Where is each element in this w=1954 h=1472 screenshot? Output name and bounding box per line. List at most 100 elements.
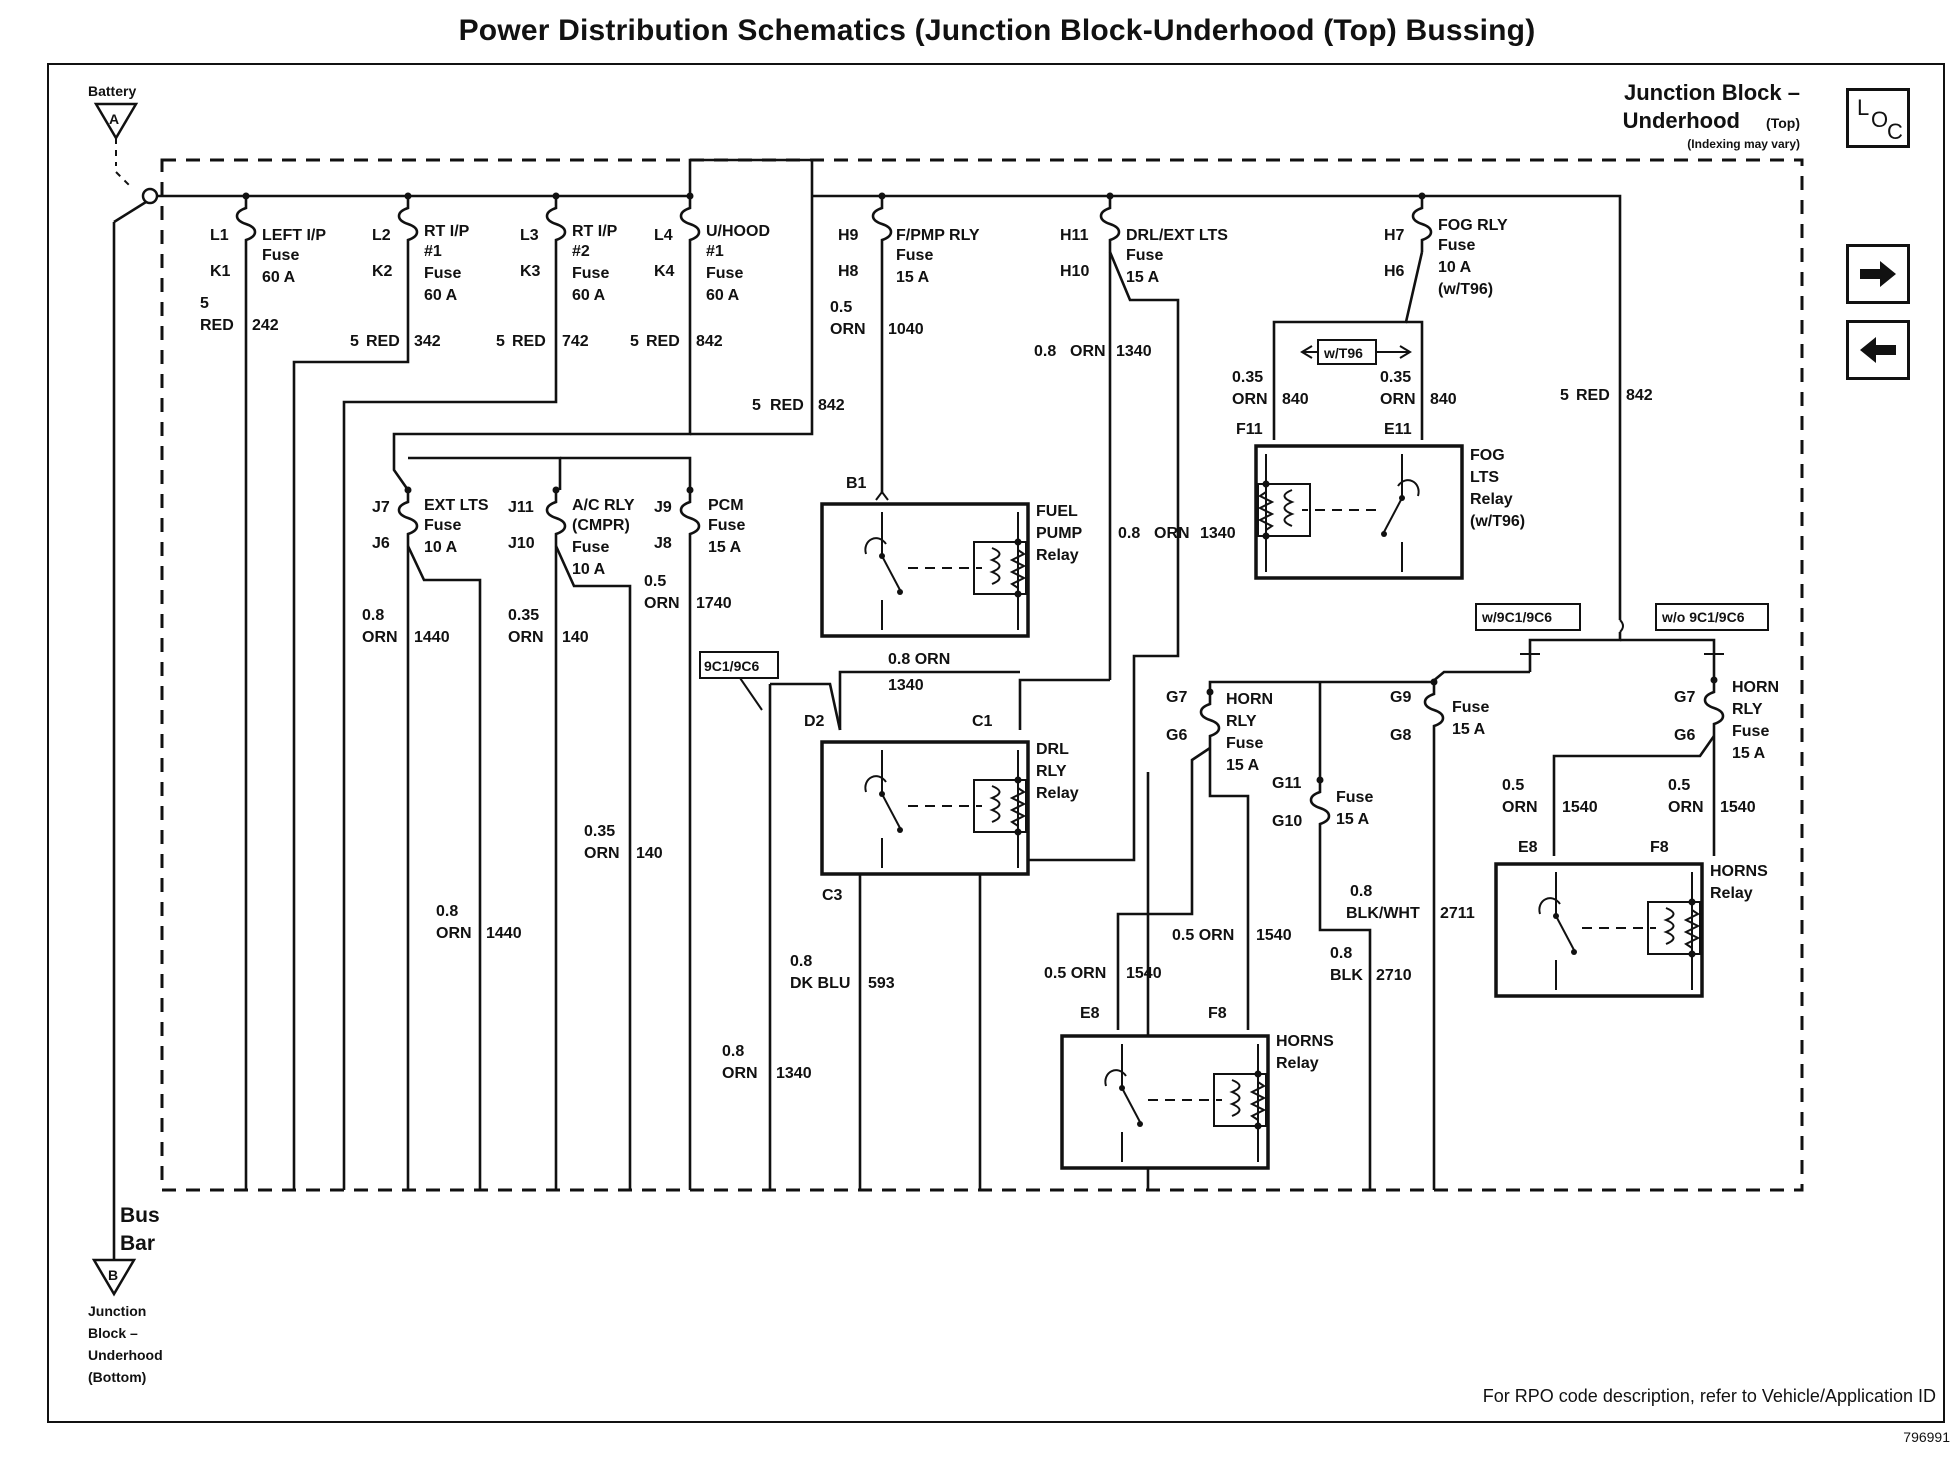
svg-text:K2: K2 xyxy=(372,263,393,280)
svg-text:60 A: 60 A xyxy=(572,287,606,304)
svg-text:Fuse: Fuse xyxy=(572,539,609,556)
svg-text:Fuse: Fuse xyxy=(706,265,743,282)
bus-bar-label: Bus xyxy=(120,1204,160,1227)
svg-text:Fuse: Fuse xyxy=(708,517,745,534)
svg-text:E8: E8 xyxy=(1080,1005,1100,1022)
svg-text:10 A: 10 A xyxy=(572,561,606,578)
wire-140b-gauge: 0.35 xyxy=(584,823,615,840)
svg-text:15 A: 15 A xyxy=(708,539,742,556)
wire-2710-circuit: 2710 xyxy=(1376,967,1412,984)
wire-840-color: ORN xyxy=(1232,391,1268,408)
svg-text:9C1/9C6: 9C1/9C6 xyxy=(704,658,759,674)
wire-1340-color: ORN xyxy=(1070,343,1106,360)
wire-1540c-color: ORN xyxy=(1502,799,1538,816)
svg-text:60 A: 60 A xyxy=(706,287,740,304)
loc-letter-c: C xyxy=(1887,119,1903,144)
wire-1340b-gauge: 0.8 xyxy=(1118,525,1140,542)
page-title: Power Distribution Schematics (Junction … xyxy=(458,14,1536,47)
wire-242-circuit: 242 xyxy=(252,317,279,334)
svg-text:#1: #1 xyxy=(424,243,442,260)
svg-text:K1: K1 xyxy=(210,263,231,280)
wire-1040-color: ORN xyxy=(830,321,866,338)
svg-text:J7: J7 xyxy=(372,499,390,516)
svg-text:H10: H10 xyxy=(1060,263,1089,280)
svg-text:C1: C1 xyxy=(972,713,993,730)
horns-relay-1: E8 F8 HORNS Relay xyxy=(1060,1005,1334,1170)
svg-text:C3: C3 xyxy=(822,887,843,904)
block-name-2: Underhood xyxy=(1623,108,1740,133)
svg-text:Relay: Relay xyxy=(1036,547,1079,564)
wire-2710-color: BLK xyxy=(1330,967,1363,984)
svg-text:U/HOOD: U/HOOD xyxy=(706,223,770,240)
svg-text:L1: L1 xyxy=(210,227,229,244)
fuse-fpmp-rly: H9 H8 F/PMP RLY Fuse 15 A xyxy=(838,191,980,286)
left-arrow-icon xyxy=(1860,337,1896,363)
svg-text:15 A: 15 A xyxy=(1226,757,1260,774)
wire-1540d-circuit: 1540 xyxy=(1720,799,1756,816)
svg-text:Relay: Relay xyxy=(1710,885,1753,902)
wire-842b-circuit: 842 xyxy=(818,397,845,414)
wire-2711-color: BLK/WHT xyxy=(1346,905,1420,922)
svg-text:w/9C1/9C6: w/9C1/9C6 xyxy=(1481,609,1552,625)
svg-text:(w/T96): (w/T96) xyxy=(1470,513,1525,530)
svg-text:H8: H8 xyxy=(838,263,859,280)
wire-1440-circuit: 1440 xyxy=(414,629,450,646)
svg-text:Fuse: Fuse xyxy=(1452,699,1489,716)
svg-text:K4: K4 xyxy=(654,263,675,280)
svg-text:DRL: DRL xyxy=(1036,741,1069,758)
wire-842-circuit: 842 xyxy=(696,333,723,350)
fuse-pcm: J9 J8 PCM Fuse 15 A xyxy=(654,485,745,556)
svg-text:HORNS: HORNS xyxy=(1710,863,1768,880)
block-name: Junction Block – xyxy=(1624,80,1800,105)
fuse-rt-ip-2: L3 K3 RT I/P #2 Fuse 60 A xyxy=(520,191,618,304)
wire-1740-gauge: 0.5 xyxy=(644,573,666,590)
svg-text:Fuse: Fuse xyxy=(262,247,299,264)
svg-text:15 A: 15 A xyxy=(1452,721,1486,738)
svg-text:PCM: PCM xyxy=(708,497,744,514)
wire-1740-color: ORN xyxy=(644,595,680,612)
svg-text:Fuse: Fuse xyxy=(572,265,609,282)
svg-text:15 A: 15 A xyxy=(1732,745,1766,762)
svg-text:10 A: 10 A xyxy=(424,539,458,556)
svg-text:E11: E11 xyxy=(1384,421,1412,438)
wire-1340c-circuit: 1340 xyxy=(888,677,924,694)
indexing-note: (Indexing may vary) xyxy=(1687,137,1800,151)
previous-page-button[interactable] xyxy=(1846,320,1910,380)
svg-text:Block –: Block – xyxy=(88,1325,138,1341)
wire-140b-circuit: 140 xyxy=(636,845,663,862)
svg-text:RLY: RLY xyxy=(1732,701,1763,718)
next-page-button[interactable] xyxy=(1846,244,1910,304)
svg-text:FOG RLY: FOG RLY xyxy=(1438,217,1508,234)
svg-text:Relay: Relay xyxy=(1276,1055,1319,1072)
svg-text:10 A: 10 A xyxy=(1438,259,1472,276)
svg-text:E8: E8 xyxy=(1518,839,1538,856)
svg-text:60 A: 60 A xyxy=(262,269,296,286)
wire-840-gauge: 0.35 xyxy=(1232,369,1263,386)
fuse-g9: G9 G8 Fuse 15 A xyxy=(1390,677,1489,744)
wire-842b-color: RED xyxy=(770,397,804,414)
wire-342-circuit: 342 xyxy=(414,333,441,350)
svg-text:H6: H6 xyxy=(1384,263,1405,280)
wire-842b-gauge: 5 xyxy=(752,397,761,414)
wire-742-gauge: 5 xyxy=(496,333,505,350)
svg-text:Fuse: Fuse xyxy=(1438,237,1475,254)
wire-1540c-gauge: 0.5 xyxy=(1502,777,1524,794)
figure-id: 796991 xyxy=(1903,1429,1950,1445)
svg-text:#1: #1 xyxy=(706,243,724,260)
wire-842-color: RED xyxy=(646,333,680,350)
fuse-g11: G11 G10 Fuse 15 A xyxy=(1272,775,1373,838)
svg-text:G8: G8 xyxy=(1390,727,1411,744)
location-view-button[interactable]: L O C xyxy=(1846,88,1910,148)
wire-840b-color: ORN xyxy=(1380,391,1416,408)
wire-593-color: DK BLU xyxy=(790,975,850,992)
wire-842c-gauge: 5 xyxy=(1560,387,1569,404)
wire-593-gauge: 0.8 xyxy=(790,953,812,970)
junction-block-bottom-connector: B Junction Block – Underhood (Bottom) xyxy=(88,1258,163,1385)
svg-text:J6: J6 xyxy=(372,535,390,552)
svg-text:RT I/P: RT I/P xyxy=(572,223,618,240)
wire-1540b-label: 0.5 ORN xyxy=(1044,965,1106,982)
svg-text:w/o 9C1/9C6: w/o 9C1/9C6 xyxy=(1661,609,1745,625)
rpo-9c1-9c6-tag: 9C1/9C6 xyxy=(699,651,779,711)
svg-text:RT I/P: RT I/P xyxy=(424,223,470,240)
